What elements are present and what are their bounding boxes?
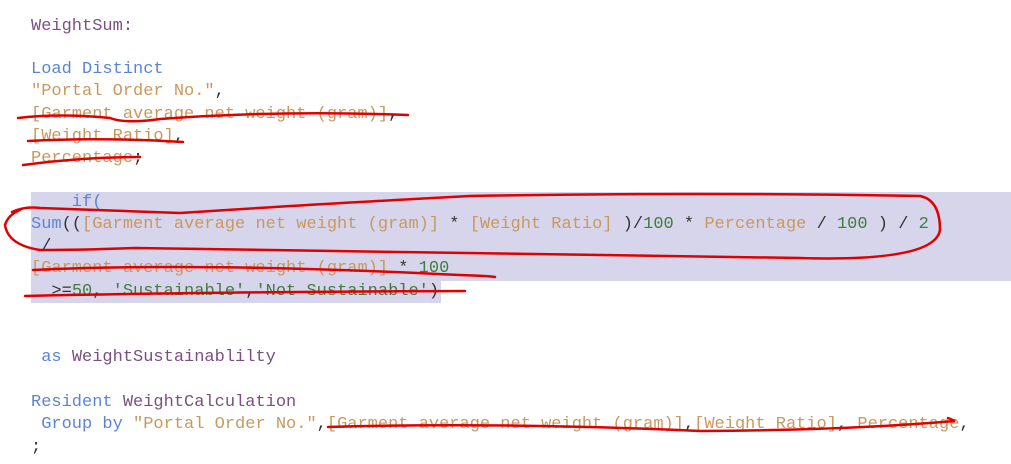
- code-line: Sum(([Garment average net weight (gram)]…: [31, 214, 929, 236]
- code-line: /: [31, 236, 51, 258]
- code-token-op: )/: [612, 215, 644, 234]
- code-token-op: ;: [31, 438, 42, 457]
- code-line: ;: [31, 437, 41, 459]
- strike-denominator: [31, 265, 497, 279]
- code-line: Load Distinct: [31, 59, 164, 81]
- code-token-op: ,: [683, 415, 695, 434]
- code-line: as WeightSustainablilty: [31, 347, 276, 369]
- code-token-str: 'Sustainable': [112, 282, 246, 301]
- code-token-num: 2: [918, 215, 929, 234]
- code-line: "Portal Order No.",: [31, 81, 225, 103]
- code-line: WeightSum:: [31, 16, 133, 38]
- code-token-num: 100: [836, 215, 868, 234]
- code-token-kw: Group by: [31, 415, 134, 434]
- code-token-op: ,: [214, 82, 225, 101]
- code-token-op: ,: [316, 415, 327, 434]
- strike-group-by-fields: [326, 416, 956, 433]
- code-token-field: [Garment average net weight (gram)]: [82, 215, 440, 234]
- code-token-op: ,: [173, 127, 185, 146]
- strike-weight-ratio: [26, 137, 185, 144]
- code-token-kw: if(: [31, 193, 103, 212]
- code-token-field: "Portal Order No.": [133, 415, 317, 434]
- code-token-kw: as: [31, 348, 72, 367]
- code-token-kw: Resident: [31, 393, 123, 412]
- code-token-label: WeightSum:: [31, 17, 134, 36]
- code-token-op: /: [806, 215, 837, 234]
- strike-percentage: [21, 155, 142, 167]
- code-token-op: ,: [92, 282, 113, 301]
- code-token-op: ((: [61, 215, 83, 234]
- circle-sum-line: [3, 192, 942, 260]
- code-token-op: ,: [836, 415, 858, 434]
- code-line: if(: [31, 192, 103, 214]
- code-token-field: "Portal Order No.": [31, 82, 215, 101]
- strike-condition: [23, 289, 467, 298]
- code-token-label: WeightSustainablilty: [71, 348, 276, 367]
- code-token-op: *: [673, 215, 705, 234]
- code-token-field: [Weight Ratio]: [469, 215, 613, 234]
- strike-garment-weight: [16, 111, 410, 123]
- code-line: Resident WeightCalculation: [31, 392, 296, 414]
- code-token-op: *: [388, 259, 419, 278]
- code-token-op: *: [439, 215, 470, 234]
- code-token-op: ) /: [867, 215, 919, 234]
- code-token-op: ;: [133, 149, 144, 168]
- code-token-num: 100: [643, 215, 674, 234]
- code-token-label: WeightCalculation: [122, 393, 297, 412]
- code-token-field: Percentage: [704, 215, 807, 234]
- code-token-kw: Load Distinct: [31, 60, 164, 79]
- code-token-op: ,: [959, 415, 970, 434]
- code-token-kw: Sum: [31, 215, 62, 234]
- code-token-op: /: [31, 237, 52, 256]
- code-token-num: 50: [71, 282, 93, 301]
